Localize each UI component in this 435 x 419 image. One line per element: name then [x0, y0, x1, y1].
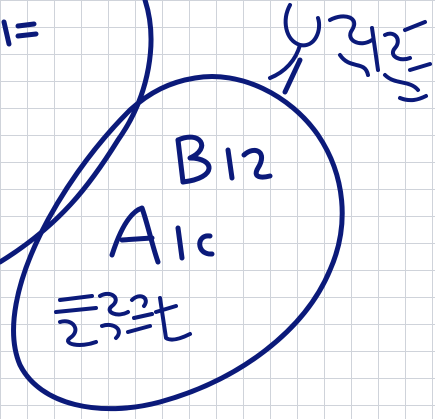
- scribble-top-right-strokes: [268, 3, 432, 103]
- label-partial-1c-strokes: [1, 19, 39, 47]
- scribble-bottom-strokes: [54, 291, 192, 347]
- enclosing-blob: [11, 74, 345, 412]
- label-b12-strokes: [175, 134, 273, 185]
- connector-stroke: [282, 57, 303, 95]
- label-a1c-strokes: [109, 205, 215, 265]
